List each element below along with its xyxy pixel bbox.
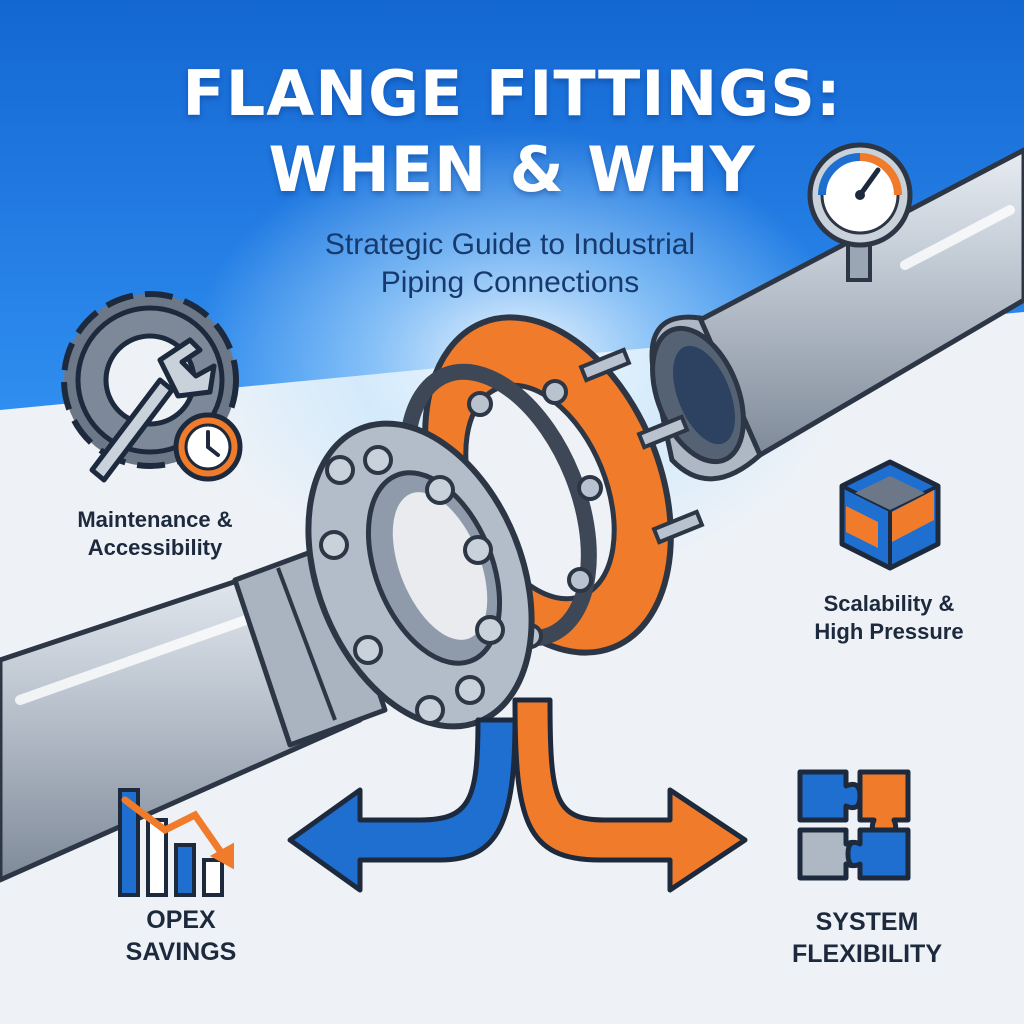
blue-flow-arrow (287, 717, 518, 893)
scalability-label: Scalability & High Pressure (814, 591, 964, 644)
page-title: FLANGE FITTINGS: WHEN & WHY (62, 56, 962, 208)
puzzle-cube-icon (839, 459, 941, 571)
orange-flow-arrow (512, 697, 748, 893)
title-line-1: FLANGE FITTINGS: (182, 57, 842, 130)
title-line-2: WHEN & WHY (268, 133, 756, 206)
opex-label: OPEX SAVINGS (125, 906, 237, 966)
left-pipe (0, 542, 388, 883)
flexibility-label: SYSTEM FLEXIBILITY (792, 908, 942, 968)
gear-wrench-clock-icon (61, 291, 243, 483)
maintenance-label: Maintenance & Accessibility (77, 507, 233, 560)
subtitle-line-1: Strategic Guide to Industrial (324, 228, 696, 261)
pressure-gauge-icon (807, 142, 913, 282)
declining-bar-chart-icon (118, 788, 234, 897)
steel-flange (305, 420, 535, 730)
subtitle-line-2: Piping Connections (380, 266, 640, 299)
flange-bolts (467, 347, 705, 649)
puzzle-pieces-icon (797, 769, 911, 881)
page-subtitle: Strategic Guide to Industrial Piping Con… (240, 226, 780, 302)
